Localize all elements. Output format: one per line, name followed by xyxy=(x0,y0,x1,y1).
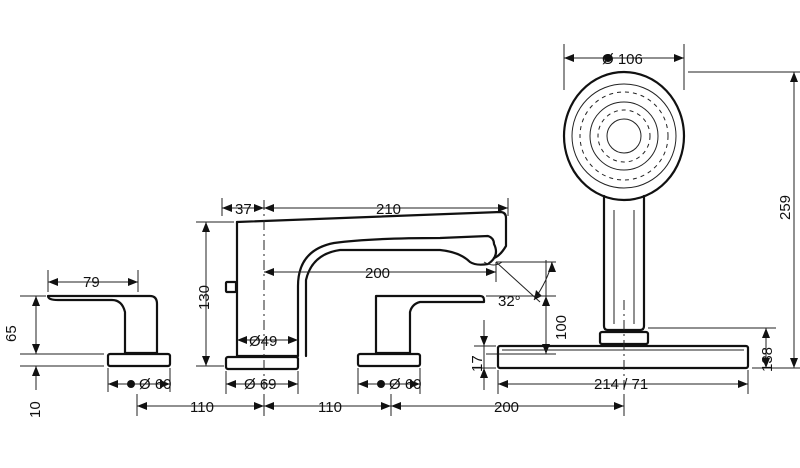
dim-plate-height: 17 xyxy=(469,320,496,390)
left-lever-handle xyxy=(46,294,172,368)
dim-spout-diameter: Ø 69 xyxy=(225,371,299,394)
dim-spacing-row: 110 110 200 xyxy=(136,394,625,416)
dim-shower-holder-height: 138 xyxy=(648,327,776,372)
dim-label-130: 130 xyxy=(196,285,213,310)
dim-label-37: 37 xyxy=(235,201,252,218)
dim-label-32-deg: 32° xyxy=(498,293,521,310)
dim-label-210: 210 xyxy=(376,201,401,218)
spout xyxy=(224,200,508,420)
dim-label-dia-60-left: Ø 60 xyxy=(139,376,172,393)
dim-right-diameter: Ø 60 xyxy=(357,368,422,394)
dim-label-79: 79 xyxy=(83,274,100,291)
dim-label-214-71: 214 / 71 xyxy=(594,376,648,393)
dim-label-65: 65 xyxy=(3,325,20,342)
dim-label-259: 259 xyxy=(777,195,794,220)
dim-label-138: 138 xyxy=(759,347,776,372)
hand-shower xyxy=(496,70,750,420)
dim-label-17: 17 xyxy=(469,355,486,372)
dim-shower-head-diameter: Ø 106 xyxy=(563,44,685,90)
dim-left-lever-height: 65 10 xyxy=(3,295,104,418)
dim-spout-body-diameter: Ø49 xyxy=(237,333,298,350)
dim-label-dia-69: Ø 69 xyxy=(244,376,277,393)
dim-label-110-a: 110 xyxy=(190,399,214,416)
dim-label-110-b: 110 xyxy=(318,399,342,416)
dim-label-10: 10 xyxy=(27,401,44,418)
dim-plate-size: 214 / 71 xyxy=(497,370,749,394)
dim-label-100: 100 xyxy=(553,315,570,340)
right-lever-handle xyxy=(356,294,486,368)
dim-label-dia-49: Ø49 xyxy=(249,333,277,350)
dim-spout-length: 210 xyxy=(264,198,509,218)
dim-left-lever-width: 79 xyxy=(47,270,139,292)
dim-label-200-spacing: 200 xyxy=(494,399,519,416)
dim-label-dia-106: Ø 106 xyxy=(602,51,643,68)
dim-spout-reach: 200 xyxy=(264,262,497,282)
dim-left-diameter: Ø 60 xyxy=(107,368,172,393)
dim-shower-total-height: 259 xyxy=(688,71,800,369)
dim-spout-height: 130 xyxy=(196,221,234,367)
dim-spout-offset: 37 xyxy=(221,198,264,218)
dim-label-dia-60-right: Ø 60 xyxy=(389,376,422,393)
dim-label-200: 200 xyxy=(365,265,390,282)
